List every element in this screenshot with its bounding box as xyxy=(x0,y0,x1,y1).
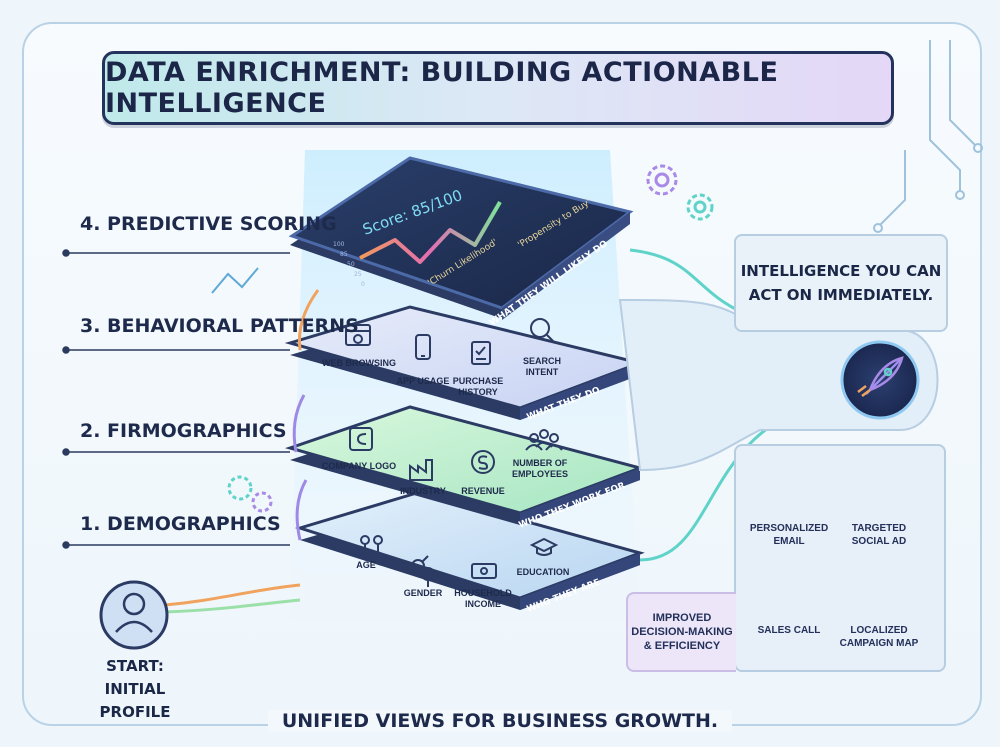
graduation-cap-icon xyxy=(529,537,559,556)
person-icon xyxy=(99,580,169,650)
layer-item-number-of-employees: NUMBER OF EMPLOYEES xyxy=(511,458,568,479)
action-personalized-email: PERSONALIZED EMAIL xyxy=(749,523,829,547)
start-label-line2: INITIAL PROFILE xyxy=(99,680,171,721)
layer-predictive xyxy=(288,156,634,320)
clipboard-icon xyxy=(471,341,491,365)
layer-item-revenue: REVENUE xyxy=(461,486,505,496)
intelligence-box: INTELLIGENCE YOU CAN ACT ON IMMEDIATELY. xyxy=(734,234,948,332)
layer-behavioral xyxy=(284,305,646,420)
start-flow xyxy=(164,583,301,614)
footer-text: UNIFIED VIEWS FOR BUSINESS GROWTH. xyxy=(267,710,733,732)
layer-item-app-usage: APP USAGE xyxy=(396,376,450,386)
step-label-firmographics: 2. FIRMOGRAPHICS xyxy=(80,420,287,442)
y-tick: 100 xyxy=(333,241,345,248)
action-targeted-social-ad: TARGETED SOCIAL AD xyxy=(851,523,907,547)
step-label-predictive-scoring: 4. PREDICTIVE SCORING xyxy=(80,213,337,235)
y-tick: 85 xyxy=(340,251,348,258)
person-icon xyxy=(360,535,383,556)
browser-icon xyxy=(345,324,371,346)
y-tick: 50 xyxy=(347,261,355,268)
improved-efficiency-box: IMPROVED DECISION-MAKING & EFFICIENCY xyxy=(626,592,736,672)
people-group-icon xyxy=(525,429,563,451)
action-sales-call: SALES CALL xyxy=(757,625,821,636)
gear-icon xyxy=(227,164,714,513)
layer-item-company-logo: COMPANY LOGO xyxy=(321,461,397,471)
layer-item-education: EDUCATION xyxy=(516,567,570,577)
layer-item-gender: GENDER xyxy=(403,588,443,598)
layer-item-age: AGE xyxy=(356,560,376,570)
layer-item-household-income: HOUSEHOLD INCOME xyxy=(454,588,512,609)
action-localized-campaign-map: LOCALIZED CAMPAIGN MAP xyxy=(839,625,919,649)
footer-banner: UNIFIED VIEWS FOR BUSINESS GROWTH. xyxy=(0,710,1000,732)
layer-item-web-browsing: WEB BROWSING xyxy=(322,358,396,368)
start-label-line1: START: xyxy=(106,657,164,675)
y-tick: 25 xyxy=(354,271,362,278)
step-label-demographics: 1. DEMOGRAPHICS xyxy=(80,513,281,535)
magnifier-icon xyxy=(530,318,555,343)
circuit-lines xyxy=(873,40,983,233)
layer-demographics xyxy=(294,490,645,610)
mini-line-icon xyxy=(211,267,259,294)
layer-item-industry: INDUSTRY xyxy=(400,486,446,496)
money-icon xyxy=(471,563,497,579)
phone-icon xyxy=(415,334,431,360)
title-banner: DATA ENRICHMENT: BUILDING ACTIONABLE INT… xyxy=(102,51,894,125)
rocket-icon xyxy=(857,356,904,397)
upward-arrows xyxy=(292,289,320,541)
layer-item-purchase-history: PURCHASE HISTORY xyxy=(452,376,504,397)
dollar-coin-icon xyxy=(471,450,495,474)
intelligence-text: INTELLIGENCE YOU CAN ACT ON IMMEDIATELY. xyxy=(740,262,942,304)
gender-icon xyxy=(411,555,435,587)
improved-text: IMPROVED DECISION-MAKING & EFFICIENCY xyxy=(631,612,733,652)
rocket-hub xyxy=(618,298,939,472)
step-label-behavioral-patterns: 3. BEHAVIORAL PATTERNS xyxy=(80,315,359,337)
layer-item-search-intent: SEARCH INTENT xyxy=(522,356,561,377)
page-title: DATA ENRICHMENT: BUILDING ACTIONABLE INT… xyxy=(105,57,779,119)
y-tick: 0 xyxy=(361,281,365,288)
start-label: START: INITIAL PROFILE xyxy=(70,655,200,724)
factory-icon xyxy=(409,459,433,481)
logo-icon xyxy=(349,427,373,451)
actions-panel xyxy=(734,444,946,672)
label-connectors xyxy=(62,249,290,549)
